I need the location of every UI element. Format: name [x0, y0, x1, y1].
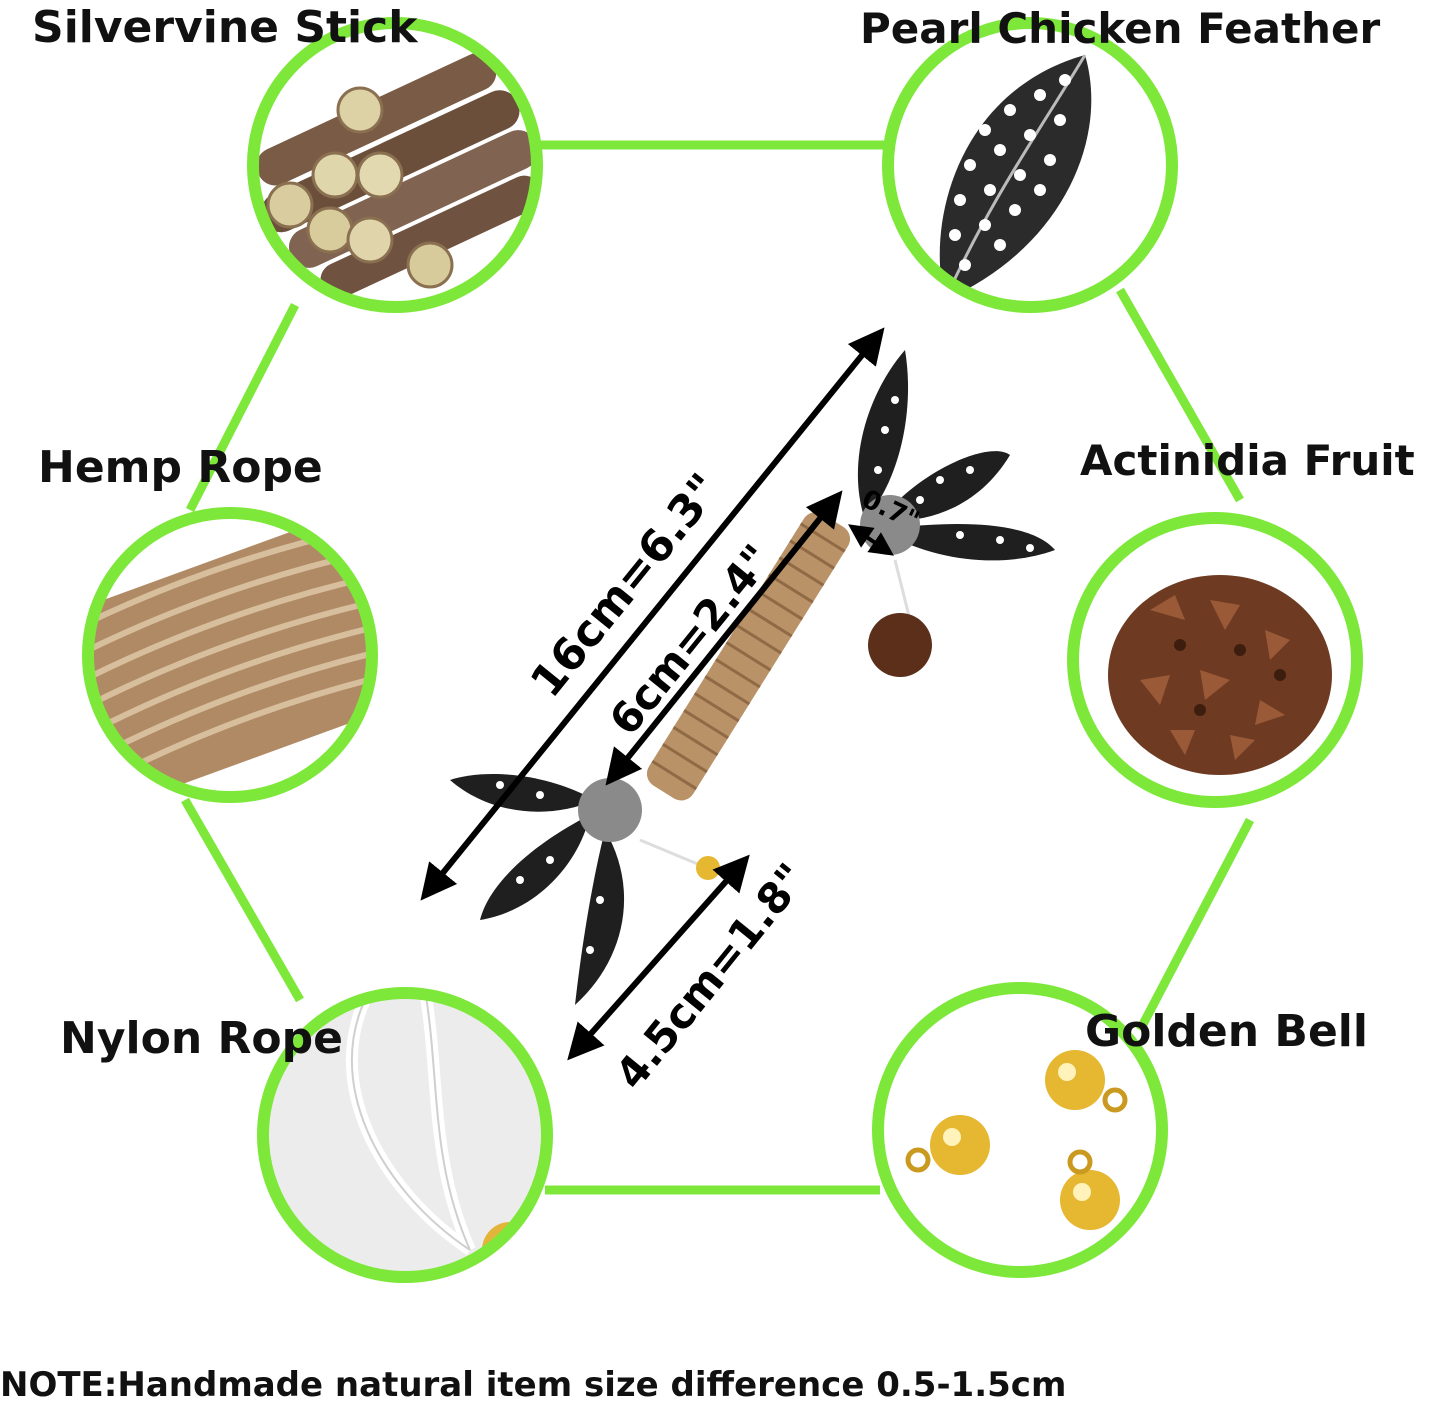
silvervine-stick-icon: [247, 17, 543, 313]
handle-length-arrow: [605, 490, 843, 786]
material-label-nylon-rope: Nylon Rope: [60, 1013, 343, 1064]
dimension-arrows: [420, 327, 894, 1061]
feather-icon: [882, 17, 1178, 313]
tip-width-arrow: [848, 524, 894, 556]
hemp-rope-icon: [82, 507, 378, 803]
material-label-hemp-rope: Hemp Rope: [38, 442, 323, 493]
material-label-pearl-chicken-feather: Pearl Chicken Feather: [860, 4, 1381, 53]
golden-bell-icon: [872, 982, 1168, 1278]
material-label-silvervine-stick: Silvervine Stick: [32, 2, 418, 53]
material-label-actinidia-fruit: Actinidia Fruit: [1080, 436, 1415, 485]
total-length-arrow: [420, 327, 885, 901]
string-length-arrow: [567, 854, 750, 1061]
string-length-label: 4.5cm=1.8": [606, 854, 817, 1098]
actinidia-fruit-icon: [1067, 512, 1363, 808]
material-label-golden-bell: Golden Bell: [1085, 1006, 1368, 1057]
size-note: NOTE:Handmade natural item size differen…: [0, 1365, 1067, 1405]
connector-ring: [181, 140, 1254, 1195]
